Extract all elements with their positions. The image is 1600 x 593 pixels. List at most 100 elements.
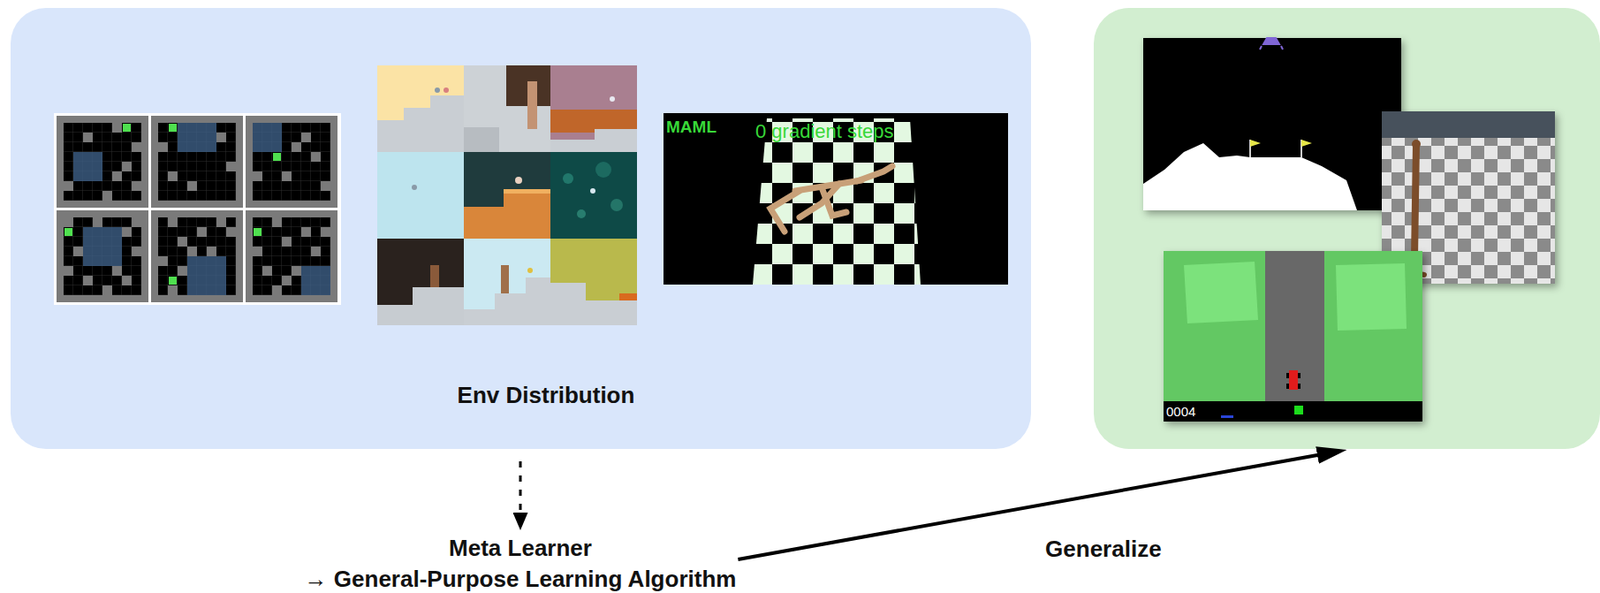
gridworld-montage [167, 171, 178, 182]
platformer-montage [377, 238, 464, 326]
platformer-montage [506, 65, 551, 107]
gridworld-montage [121, 275, 132, 286]
platformer-montage [562, 173, 574, 184]
lunar-lander-frame [1250, 139, 1302, 158]
gridworld-montage [112, 171, 122, 182]
platformer-montage [550, 151, 637, 239]
hopper-frame [1414, 144, 1417, 258]
gridworld-montage [320, 181, 331, 191]
hopper-frame [1404, 144, 1425, 275]
gridworld-montage [167, 217, 178, 228]
gridworld-montage [131, 246, 142, 257]
gridworld-montage [73, 246, 84, 257]
maml-ant-frame [770, 166, 893, 232]
lunar-lander-frame [1250, 139, 1261, 147]
gridworld-montage [301, 265, 331, 296]
platformer-montage [550, 65, 637, 152]
platformer-montage [463, 151, 551, 239]
platformer-montage [377, 151, 464, 239]
hopper-frame [1381, 111, 1555, 284]
gridworld-montage [245, 115, 338, 208]
platformer-montage [609, 96, 615, 102]
gridworld-montage [272, 285, 282, 296]
gridworld-montage [53, 113, 342, 305]
platformer-montage [500, 265, 509, 294]
platformer-montage [550, 282, 637, 326]
gridworld-montage [197, 227, 207, 237]
edge-label: Generalize [1045, 537, 1162, 561]
gridworld-montage [301, 132, 311, 143]
platformer-montage [377, 151, 464, 239]
gridworld-montage [102, 285, 113, 296]
platformer-montage [527, 81, 538, 129]
gridworld-montage [131, 181, 142, 191]
gridworld-montage [187, 256, 227, 296]
car-racing-frame [1294, 405, 1304, 415]
env-distribution-panel: Env Distribution [10, 7, 1032, 449]
gridworld-montage [131, 142, 142, 152]
platformer-montage [377, 95, 464, 152]
gridworld-montage [112, 265, 122, 276]
maml-ant-frame [821, 187, 847, 216]
lunar-lander-frame [1143, 37, 1402, 211]
platformer-montage [550, 238, 637, 326]
car-racing-frame [1163, 401, 1423, 422]
platformer-montage [377, 238, 464, 326]
gridworld-montage [151, 115, 243, 208]
platformer-montage [434, 87, 440, 93]
platformer-montage [463, 238, 551, 326]
platformer-montage [463, 277, 551, 326]
platformer-montage [463, 151, 551, 239]
gridworld-montage [53, 113, 342, 305]
platformer-montage [377, 287, 464, 326]
gridworld-montage [167, 285, 178, 296]
gridworld-montage [158, 256, 168, 266]
lunar-lander-frame [1143, 143, 1358, 211]
car-racing-frame [1183, 261, 1259, 324]
gridworld-montage [310, 246, 321, 257]
gridworld-montage [151, 115, 243, 208]
hopper-frame [1404, 271, 1425, 275]
car-racing-frame [1297, 383, 1301, 389]
car-racing-frame [1163, 250, 1423, 422]
gridworld-montage [291, 265, 302, 276]
gridworld-montage [92, 217, 103, 228]
gridworld-montage [206, 246, 217, 257]
car-racing-frame [1297, 372, 1301, 379]
hopper-frame [1381, 111, 1555, 284]
platformer-montage [463, 65, 551, 152]
node-heading: Env Distribution [457, 380, 636, 410]
gridworld-montage [272, 217, 282, 228]
node-subtitle: → General-Purpose Learning Algorithm [304, 563, 737, 593]
gridworld-montage [272, 152, 281, 161]
gridworld-montage [121, 161, 132, 172]
platformer-montage [527, 267, 533, 273]
gridworld-montage [226, 161, 236, 172]
gridworld-montage [252, 122, 282, 152]
platformer-montage [550, 128, 637, 152]
gridworld-montage [64, 227, 73, 236]
node-heading: Meta Learner [304, 532, 737, 564]
car-racing-frame [1265, 250, 1325, 402]
maml-ant-frame [742, 113, 928, 285]
dashed-arrow [519, 461, 523, 522]
car-racing-frame [1286, 372, 1290, 379]
gridworld-montage [252, 171, 263, 182]
gridworld-montage [63, 265, 74, 276]
generalize-arrow [737, 452, 1332, 560]
gridworld-montage [121, 227, 132, 237]
gridworld-montage [83, 132, 93, 143]
gridworld-montage [56, 210, 149, 303]
method-label: MAML [666, 118, 717, 136]
car-racing-frame [1286, 383, 1290, 389]
platformer-montage [619, 293, 637, 301]
gridworld-montage [245, 115, 338, 208]
gridworld-montage [63, 217, 74, 228]
gridworld-montage [131, 217, 142, 228]
gridworld-montage [281, 275, 292, 286]
gridworld-montage [177, 265, 188, 276]
gridworld-montage [56, 115, 149, 208]
platformer-montage [550, 238, 637, 326]
